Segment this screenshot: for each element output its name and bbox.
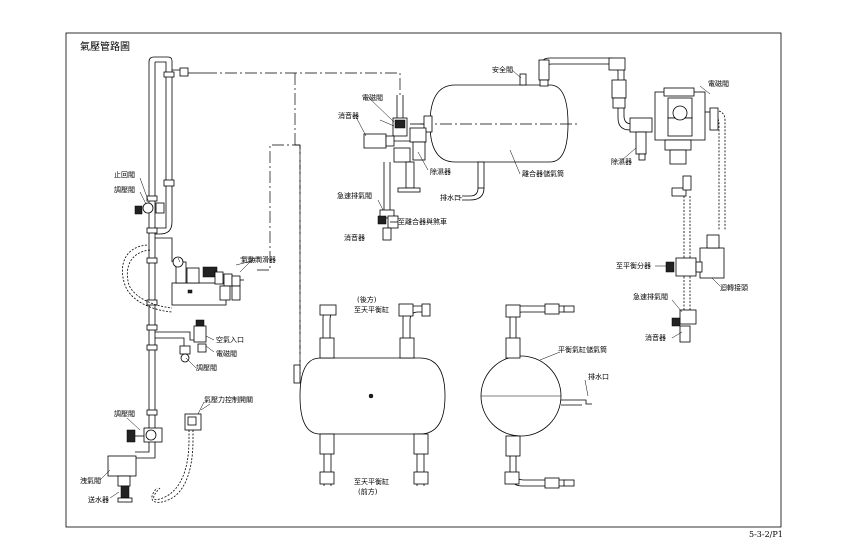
label-clutch-brake: 至離合器與煞車 xyxy=(398,217,447,226)
leader-lines xyxy=(197,96,721,415)
label-quick-exhaust-right: 急速排氣閥 xyxy=(633,292,668,301)
left-pipe-system xyxy=(99,56,260,503)
page-number: 5-3-2/P1 xyxy=(749,530,783,539)
label-solenoid-right: 電磁閥 xyxy=(708,79,729,88)
tank-valve-block xyxy=(354,95,429,241)
label-to-balancer: 至平衡分器 xyxy=(616,261,651,270)
label-silencer-right: 消音器 xyxy=(645,333,666,342)
label-drain-valve: 洩氣閥 xyxy=(80,476,101,485)
right-top-piping xyxy=(538,57,726,343)
label-silencer-left: 消音器 xyxy=(338,111,359,120)
label-air-inlet: 空氣入口 xyxy=(216,335,244,344)
label-composite-tank: 離合器儲氣筒 xyxy=(522,169,564,178)
label-drain-port-tank: 排水口 xyxy=(440,193,461,202)
composite-air-tank xyxy=(420,69,580,201)
balance-tank-right xyxy=(480,303,592,489)
label-rotary-joint: 迴轉接頭 xyxy=(720,283,748,292)
balance-tank-left xyxy=(293,303,446,486)
lubricator-unit xyxy=(171,256,260,306)
label-balance-top-note: (後方) xyxy=(357,295,377,304)
label-balance-bottom: 至天平衡缸 xyxy=(354,477,389,486)
signal-lines xyxy=(205,72,401,380)
label-lubricator-unit: 氣動潤滑器 xyxy=(241,255,276,264)
label-balance-tank-right: 平衡氣缸儲氣筒 xyxy=(558,345,607,354)
labels: 止回閥 調壓閥 氣動潤滑器 空氣入口 電磁閥 調壓閥 調壓閥 氣壓力控制開關 洩… xyxy=(80,65,748,504)
drawing-frame xyxy=(65,32,782,528)
label-filter-tank: 除濕器 xyxy=(430,167,451,176)
label-balance-top: 至天平衡缸 xyxy=(354,305,389,314)
label-pressure-switch: 氣壓力控制開關 xyxy=(204,395,253,404)
label-silencer-left2: 消音器 xyxy=(344,233,365,242)
label-solenoid-left: 電磁閥 xyxy=(216,349,237,358)
label-filter-right: 除濕器 xyxy=(611,157,632,166)
label-balance-bottom-note: (前方) xyxy=(358,487,378,496)
label-safety-valve: 安全閥 xyxy=(492,65,513,74)
label-regulator-bottom: 調壓閥 xyxy=(114,409,135,418)
label-regulator-mid: 調壓閥 xyxy=(196,363,217,372)
diagram-title: 氣壓管路圖 xyxy=(80,40,130,53)
label-drain-port-right: 排水口 xyxy=(588,372,609,381)
label-regulator-left: 調壓閥 xyxy=(114,185,135,194)
label-check-valve-top: 止回閥 xyxy=(114,170,135,179)
label-quick-exhaust-left: 急速排氣閥 xyxy=(337,191,372,200)
label-air-supply: 送水器 xyxy=(88,495,109,504)
label-solenoid-tank: 電磁閥 xyxy=(362,93,383,102)
